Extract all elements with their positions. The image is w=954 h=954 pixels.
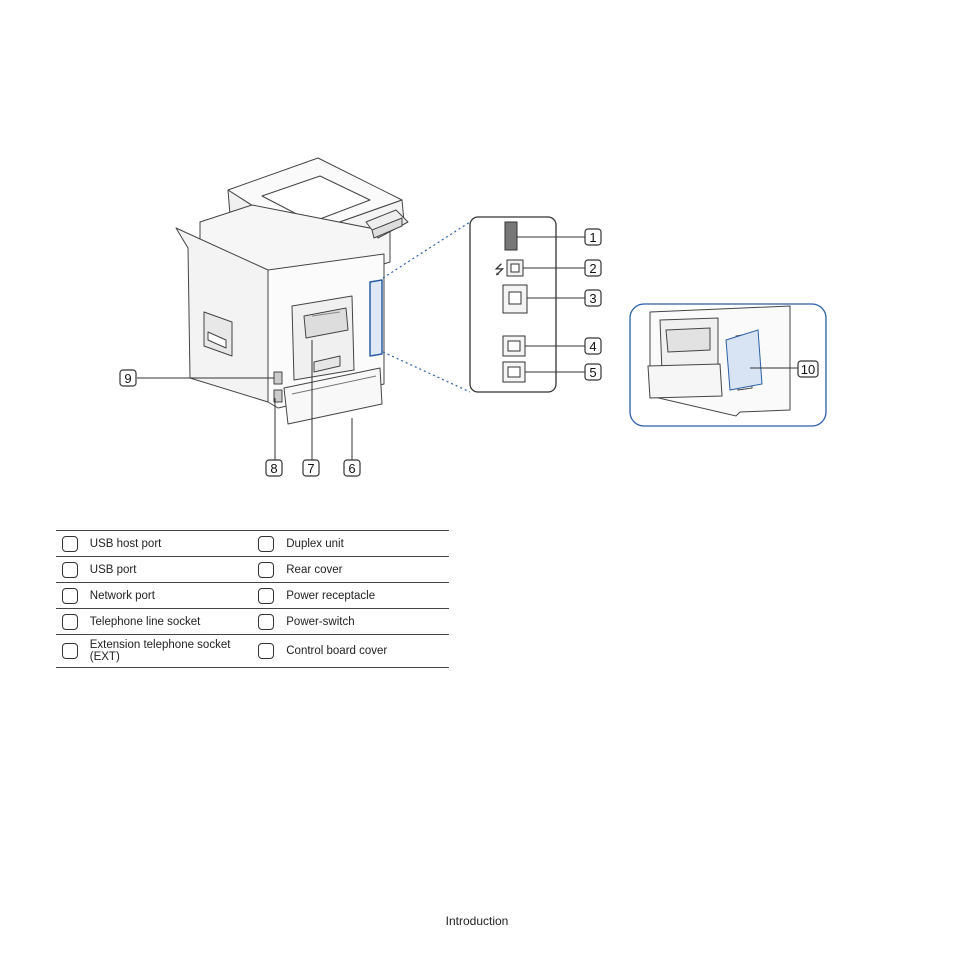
- legend-label-extension-telephone-socket: Extension telephone socket (EXT): [85, 634, 253, 668]
- callout-5: 5: [589, 365, 596, 380]
- legend-label-network-port: Network port: [85, 582, 253, 609]
- legend-row: USB host port Duplex unit: [56, 530, 449, 557]
- number-badge: [62, 643, 78, 659]
- number-badge: [258, 613, 275, 630]
- number-badge: [258, 643, 275, 659]
- callout-6: 6: [348, 461, 355, 476]
- page-footer-section: Introduction: [445, 914, 509, 928]
- legend-label-usb-host-port: USB host port: [85, 530, 253, 557]
- callout-4: 4: [589, 339, 596, 354]
- legend-label-control-board-cover: Control board cover: [282, 634, 449, 668]
- callout-1: 1: [589, 230, 596, 245]
- callout-9: 9: [124, 371, 131, 386]
- connector-drawings: [502, 221, 528, 383]
- legend-label-rear-cover: Rear cover: [282, 556, 449, 583]
- number-badge: [258, 587, 275, 604]
- callout-10: 10: [801, 362, 815, 377]
- callout-2: 2: [589, 261, 596, 276]
- legend-label-telephone-line-socket: Telephone line socket: [85, 608, 253, 635]
- rear-view-figure: ⭍ 1 2 3 4: [119, 157, 827, 477]
- number-badge: [258, 561, 275, 578]
- legend-row: Extension telephone socket (EXT) Control…: [56, 634, 449, 668]
- legend-label-power-switch: Power-switch: [282, 608, 449, 635]
- printer-drawing: [175, 157, 409, 425]
- legend-row: Telephone line socket Power-switch: [56, 608, 449, 635]
- legend-row: USB port Rear cover: [56, 556, 449, 583]
- legend-label-usb-port: USB port: [85, 556, 253, 583]
- callout-8: 8: [270, 461, 277, 476]
- usb-symbol-icon: ⭍: [494, 263, 505, 278]
- legend-label-duplex-unit: Duplex unit: [282, 530, 449, 557]
- number-badge: [258, 535, 275, 552]
- legend-row: Network port Power receptacle: [56, 582, 449, 609]
- legend-label-power-receptacle: Power receptacle: [282, 582, 449, 609]
- legend-table: USB host port Duplex unit USB port Rear …: [56, 530, 449, 668]
- number-badge: [62, 587, 78, 604]
- callout-3: 3: [589, 291, 596, 306]
- number-badge: [62, 613, 78, 630]
- number-badge: [62, 535, 78, 552]
- number-badge: [62, 561, 78, 578]
- callout-7: 7: [307, 461, 314, 476]
- inset-printer-drawing: [647, 305, 791, 417]
